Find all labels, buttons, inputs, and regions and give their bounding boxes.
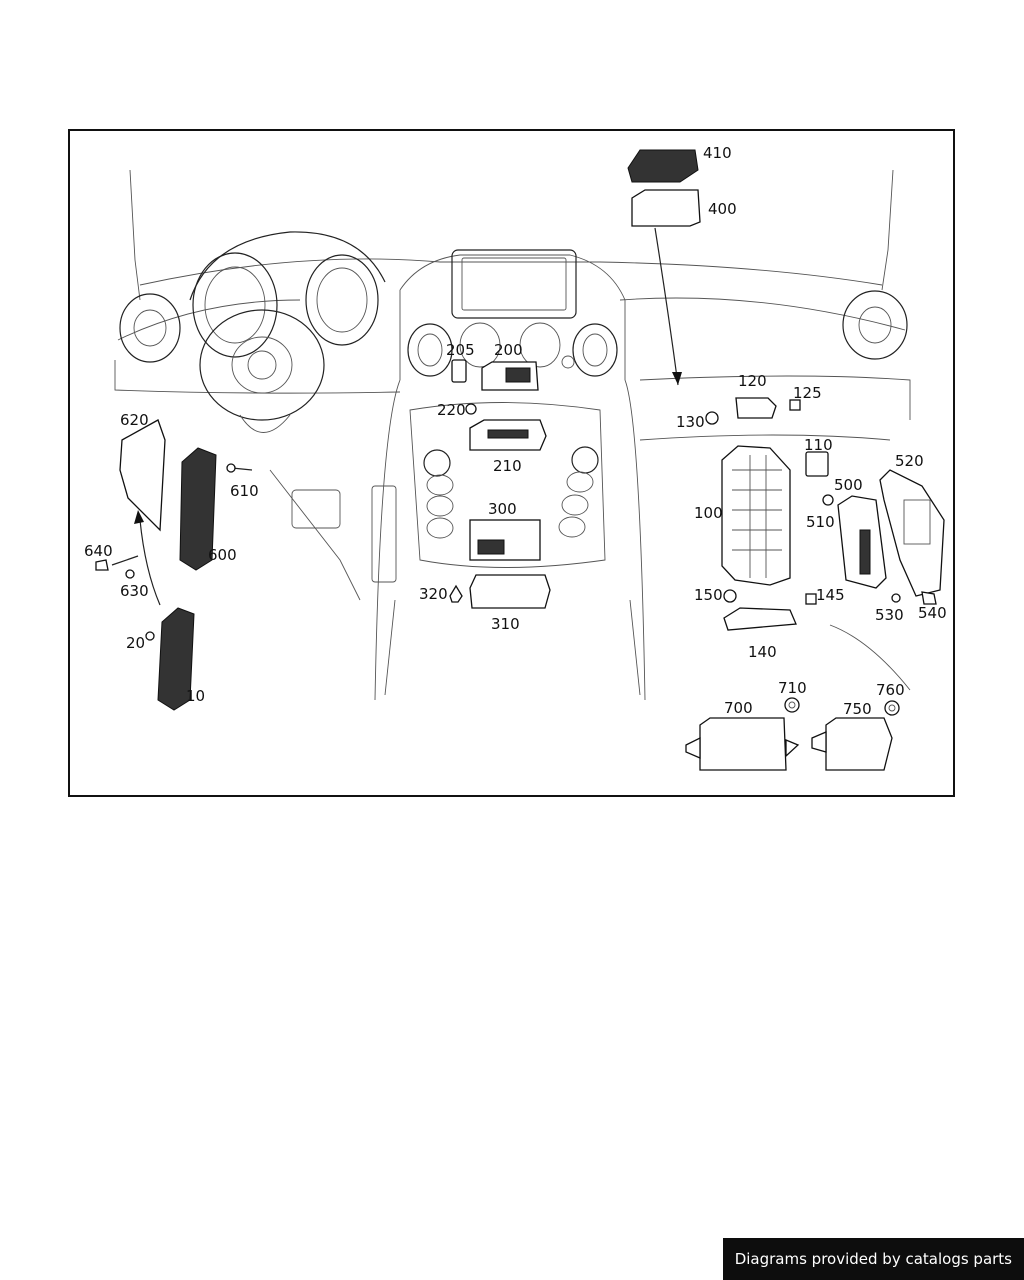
callout-145: 145 — [816, 586, 845, 604]
part-205 — [451, 359, 467, 383]
callout-100: 100 — [694, 504, 723, 522]
callout-140: 140 — [748, 643, 777, 661]
part-710 — [784, 697, 800, 713]
part-125 — [789, 399, 801, 411]
callout-530: 530 — [875, 606, 904, 624]
dashboard-outline — [114, 169, 911, 701]
part-750 — [825, 717, 893, 771]
callout-labels: 410 400 205 200 220 210 300 320 310 620 … — [84, 144, 947, 718]
callout-640: 640 — [84, 542, 113, 560]
part-320 — [449, 584, 463, 603]
callout-540: 540 — [918, 604, 947, 622]
callout-620: 620 — [120, 411, 149, 429]
callout-510: 510 — [806, 513, 835, 531]
part-310 — [469, 574, 551, 609]
part-630 — [125, 569, 135, 579]
callout-110: 110 — [804, 436, 833, 454]
part-530 — [891, 593, 901, 603]
callout-200: 200 — [494, 341, 523, 359]
part-700 — [699, 717, 787, 771]
callout-410: 410 — [703, 144, 732, 162]
callout-750: 750 — [843, 700, 872, 718]
callout-610: 610 — [230, 482, 259, 500]
part-110 — [805, 451, 829, 477]
callout-210: 210 — [493, 457, 522, 475]
callout-120: 120 — [738, 372, 767, 390]
part-760 — [884, 700, 900, 716]
part-220 — [465, 403, 477, 415]
callout-20: 20 — [126, 634, 145, 652]
part-20 — [145, 631, 155, 641]
part-600 — [179, 447, 217, 571]
part-140 — [723, 607, 797, 631]
callout-400: 400 — [708, 200, 737, 218]
callout-500: 500 — [834, 476, 863, 494]
callout-220: 220 — [437, 401, 466, 419]
callout-150: 150 — [694, 586, 723, 604]
part-520 — [879, 469, 945, 597]
callout-10: 10 — [186, 687, 205, 705]
callout-710: 710 — [778, 679, 807, 697]
part-410 — [627, 149, 699, 183]
part-150 — [723, 589, 737, 603]
callout-320: 320 — [419, 585, 448, 603]
part-100 — [721, 445, 791, 586]
part-130 — [705, 411, 719, 425]
callout-130: 130 — [676, 413, 705, 431]
footer-credit-badge: Diagrams provided by catalogs parts — [722, 1238, 1024, 1280]
part-400 — [631, 189, 701, 227]
callout-760: 760 — [876, 681, 905, 699]
part-510 — [822, 494, 834, 506]
part-640 — [95, 559, 109, 571]
parts — [95, 149, 945, 771]
part-120 — [735, 397, 777, 419]
part-610 — [226, 463, 236, 473]
callout-125: 125 — [793, 384, 822, 402]
callout-700: 700 — [724, 699, 753, 717]
callout-520: 520 — [895, 452, 924, 470]
callout-300: 300 — [488, 500, 517, 518]
part-620 — [119, 419, 166, 532]
part-540 — [921, 591, 937, 605]
callout-310: 310 — [491, 615, 520, 633]
callout-205: 205 — [446, 341, 475, 359]
part-10 — [157, 607, 195, 711]
part-145 — [805, 593, 817, 605]
callout-600: 600 — [208, 546, 237, 564]
callout-630: 630 — [120, 582, 149, 600]
